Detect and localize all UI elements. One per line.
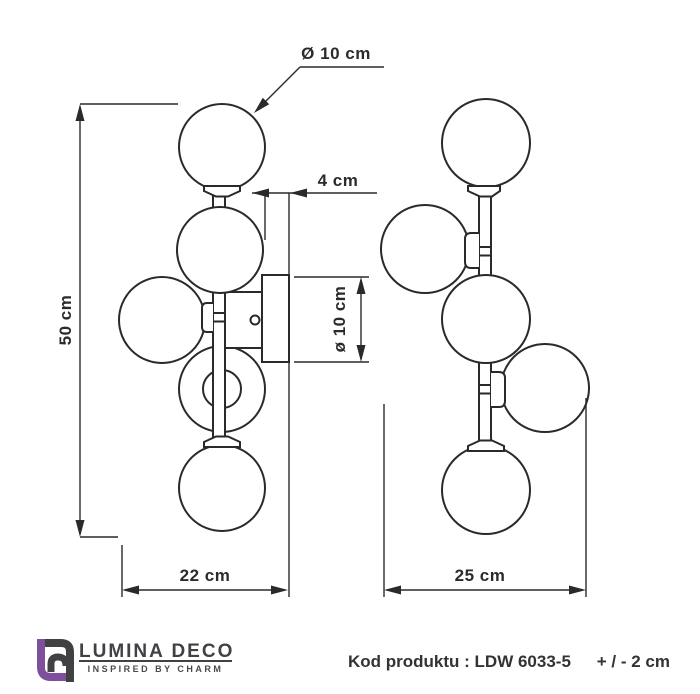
label-total-height: 50 cm <box>56 294 75 346</box>
brand-rule <box>79 660 232 662</box>
side-view-drawing <box>380 98 590 535</box>
brand-name: LUMINA DECO <box>79 641 235 662</box>
front-view-drawing <box>118 103 290 532</box>
tolerance-note: + / - 2 cm <box>596 652 670 671</box>
lumina-deco-monogram-icon <box>37 639 74 682</box>
label-wall-offset: 4 cm <box>317 171 359 190</box>
dimension-annotations <box>75 66 587 597</box>
brand-tagline: INSPIRED BY CHARM <box>87 664 224 674</box>
product-code: Kod produktu : LDW 6033-5 <box>348 652 571 671</box>
footer: LUMINA DECO INSPIRED BY CHARM Kod produk… <box>0 630 700 694</box>
label-side-width: 25 cm <box>454 566 506 585</box>
label-front-width: 22 cm <box>179 566 231 585</box>
label-plate-diameter: ø 10 cm <box>330 285 349 353</box>
label-globe-diameter: Ø 10 cm <box>301 44 371 63</box>
lamp-technical-drawing <box>75 66 590 597</box>
